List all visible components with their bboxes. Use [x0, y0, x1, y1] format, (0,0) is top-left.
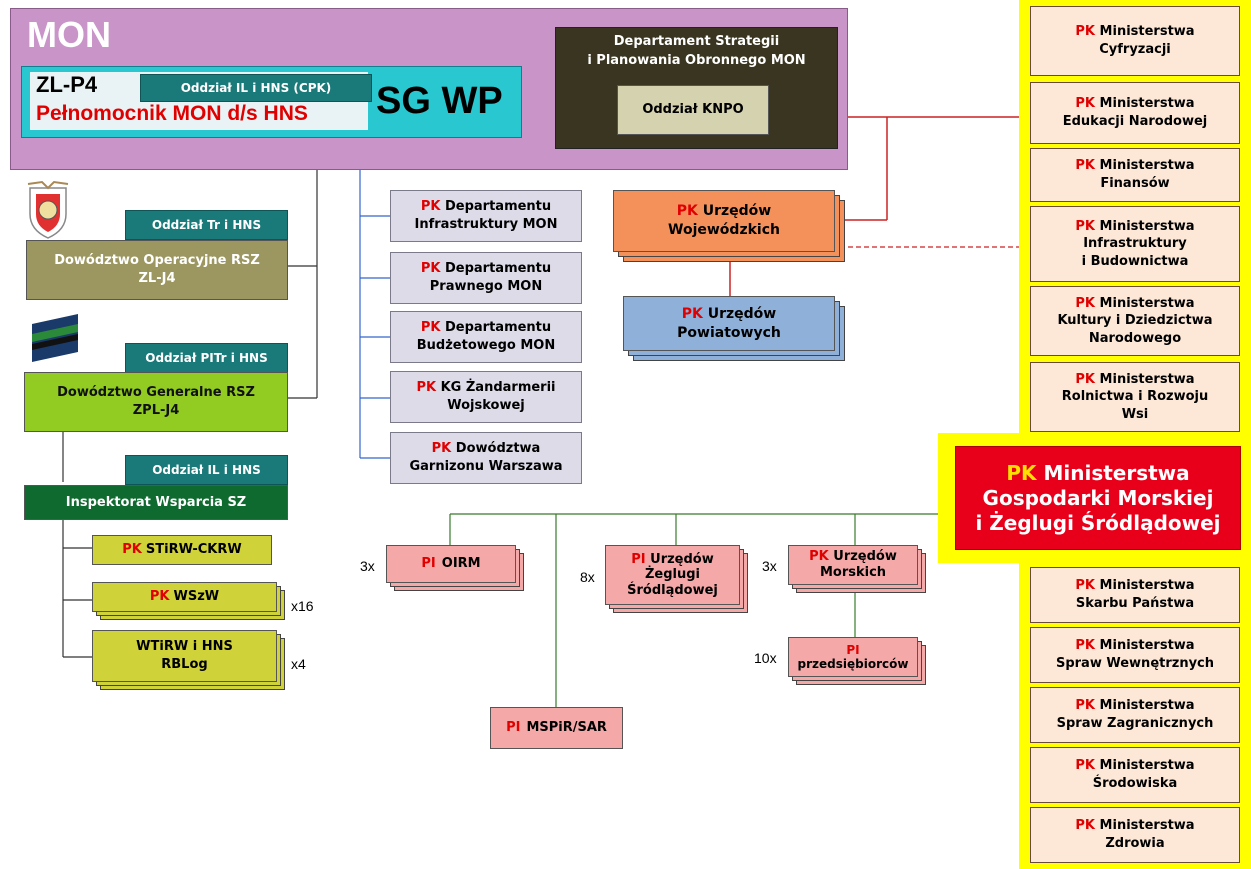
knpo-box: Oddział KNPO: [617, 85, 769, 135]
pk-morskich-stack: PK Urzędów Morskich: [788, 545, 928, 595]
wtirw-line2: RBLog: [161, 657, 208, 672]
maritime-pk: PK: [1006, 460, 1037, 485]
pi-zeglugi-box: PI Urzędów Żeglugi Śródlądowej: [605, 545, 740, 605]
pi-oirm-stack: PI OIRM: [386, 545, 526, 593]
dsp-line2: i Planowania Obronnego MON: [587, 52, 806, 68]
wszw-pk: PK: [149, 589, 170, 605]
mon-title: MON: [27, 14, 111, 55]
ministry-spraw-zagranicznych: PK Ministerstwa Spraw Zagranicznych: [1030, 687, 1240, 743]
pk-morskich-multiplier: 3x: [762, 558, 777, 574]
wtirw-multiplier: x4: [291, 656, 306, 672]
dowodztwo-gen-emblem: [28, 312, 82, 364]
stirw-label: STiRW-CKRW: [145, 542, 242, 558]
urzedy-woj-box: PK Urzędów Wojewódzkich: [613, 190, 835, 252]
wszw-multiplier: x16: [291, 598, 314, 614]
ministry-gospodarki-morskiej: PK Ministerstwa Gospodarki Morskiej i Że…: [955, 446, 1241, 550]
ministry-srodowiska: PK Ministerstwa Środowiska: [1030, 747, 1240, 803]
dowodztwo-gen-tab: Oddział PITr i HNS: [125, 343, 288, 373]
dowodztwo-op-box: Dowództwo Operacyjne RSZ ZL-J4: [26, 240, 288, 300]
pelnomocnik-label: Pełnomocnik MON d/s HNS: [36, 102, 308, 125]
stirw-box: PK STiRW-CKRW: [92, 535, 272, 565]
dowodztwo-op-line1: Dowództwo Operacyjne RSZ: [54, 253, 260, 269]
wtirw-box: WTiRW i HNS RBLog: [92, 630, 277, 682]
dowodztwo-op-emblem: [22, 180, 74, 240]
zlp4-code: ZL-P4: [36, 72, 98, 97]
ministry-spraw-wewnetrznych: PK Ministerstwa Spraw Wewnętrznych: [1030, 627, 1240, 683]
wszw-box: PK WSzW: [92, 582, 277, 612]
ministry-finansow: PK Ministerstwa Finansów: [1030, 148, 1240, 202]
pi-oirm-box: PI OIRM: [386, 545, 516, 583]
pk-dept-prawny: PK Departamentu Prawnego MON: [390, 252, 582, 304]
ministry-edukacji: PK Ministerstwa Edukacji Narodowej: [1030, 82, 1240, 144]
ministry-cyfryzacji: PK Ministerstwa Cyfryzacji: [1030, 6, 1240, 76]
pi-zeglugi-stack: PI Urzędów Żeglugi Śródlądowej: [605, 545, 750, 615]
pi-oirm-multiplier: 3x: [360, 558, 375, 574]
ministry-kultury: PK Ministerstwa Kultury i Dziedzictwa Na…: [1030, 286, 1240, 356]
dsp-title: Departament Strategii i Planowania Obron…: [555, 33, 838, 71]
wszw-label: WSzW: [173, 589, 220, 605]
dowodztwo-op-tab: Oddział Tr i HNS: [125, 210, 288, 240]
pk-dowodztwa-garnizonu: PK Dowództwa Garnizonu Warszawa: [390, 432, 582, 484]
pk-dept-budzet: PK Departamentu Budżetowego MON: [390, 311, 582, 363]
urzedy-pow-stack: PK Urzędów Powiatowych: [623, 296, 848, 366]
pi-mspir-box: PI MSPiR/SAR: [490, 707, 623, 749]
pk-kg-zandarmerii: PK KG Żandarmerii Wojskowej: [390, 371, 582, 423]
wszw-stack: PK WSzW: [92, 582, 287, 622]
zlp4-tab: Oddział IL i HNS (CPK): [140, 74, 372, 102]
ministry-skarbu: PK Ministerstwa Skarbu Państwa: [1030, 567, 1240, 623]
sgwp-label: SG WP: [376, 80, 503, 122]
dowodztwo-gen-box: Dowództwo Generalne RSZ ZPL-J4: [24, 372, 288, 432]
dsp-line1: Departament Strategii: [613, 34, 780, 49]
inspektorat-tab: Oddział IL i HNS: [125, 455, 288, 485]
pi-przed-box: PI przedsiębiorców: [788, 637, 918, 677]
pk-morskich-box: PK Urzędów Morskich: [788, 545, 918, 585]
urzedy-woj-stack: PK Urzędów Wojewódzkich: [613, 190, 848, 265]
wtirw-stack: WTiRW i HNS RBLog: [92, 630, 287, 692]
dowodztwo-gen-line1: Dowództwo Generalne RSZ: [57, 385, 255, 401]
ministry-zdrowia: PK Ministerstwa Zdrowia: [1030, 807, 1240, 863]
wtirw-line1: WTiRW i HNS: [136, 639, 233, 655]
pi-przed-stack: PI przedsiębiorców: [788, 637, 928, 687]
inspektorat-box: Inspektorat Wsparcia SZ: [24, 485, 288, 520]
pi-przed-multiplier: 10x: [754, 650, 777, 666]
stirw-pk: PK: [122, 542, 142, 558]
dowodztwo-op-line2: ZL-J4: [138, 271, 176, 286]
pi-zeglugi-multiplier: 8x: [580, 569, 595, 585]
ministry-infrastruktury: PK Ministerstwa Infrastruktury i Budowni…: [1030, 206, 1240, 282]
urzedy-pow-box: PK Urzędów Powiatowych: [623, 296, 835, 351]
dowodztwo-gen-line2: ZPL-J4: [132, 403, 180, 418]
ministry-rolnictwa: PK Ministerstwa Rolnictwa i Rozwoju Wsi: [1030, 362, 1240, 432]
pk-dept-infra: PK Departamentu Infrastruktury MON: [390, 190, 582, 242]
